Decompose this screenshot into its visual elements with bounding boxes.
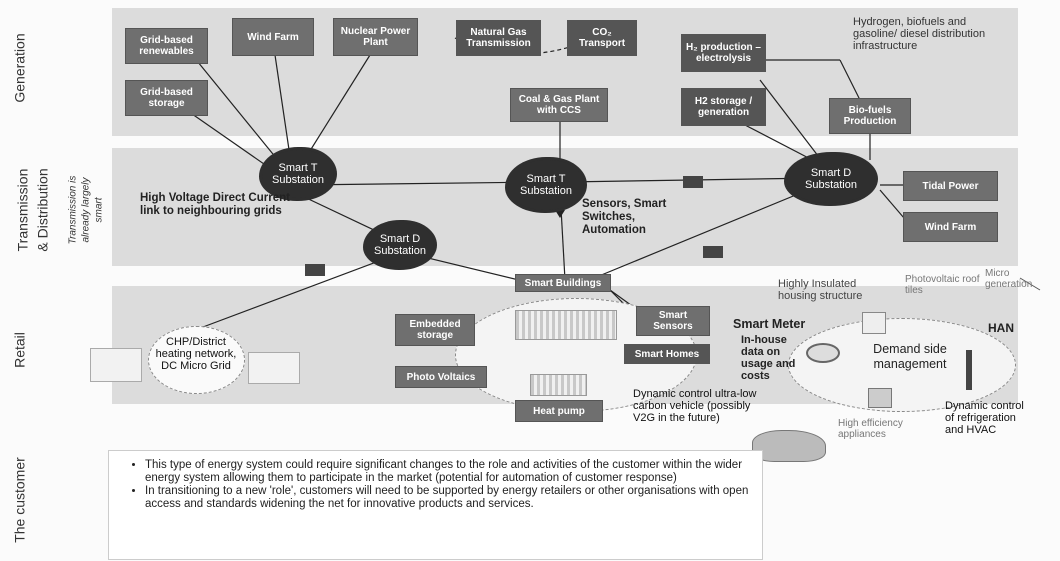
- smart-buildings-box: Smart Buildings: [515, 274, 611, 292]
- electric-car-icon: [752, 430, 826, 462]
- han-label: HAN: [988, 321, 1014, 335]
- smart-sensors-box: Smart Sensors: [636, 306, 710, 336]
- h2-storage-box: H2 storage / generation: [681, 88, 766, 126]
- thermostat-icon: [966, 350, 972, 390]
- smart-homes-box: Smart Homes: [624, 344, 710, 364]
- biofuels-production-box: Bio-fuels Production: [829, 98, 911, 134]
- wind-farm-2-box: Wind Farm: [903, 212, 998, 242]
- row-label-generation: Generation: [0, 28, 40, 108]
- customer-bullets: This type of energy system could require…: [109, 459, 762, 511]
- highly-insulated-text: Highly Insulated housing structure: [778, 278, 863, 302]
- photo-voltaics-box: Photo Voltaics: [395, 366, 487, 388]
- grid-storage-box: Grid-based storage: [125, 80, 208, 116]
- grid-renewables-box: Grid-based renewables: [125, 28, 208, 64]
- smart-t-substation-1: Smart T Substation: [262, 150, 334, 198]
- demand-side-text: Demand side management: [873, 342, 947, 371]
- sensors-text: Sensors, Smart Switches, Automation: [582, 198, 667, 236]
- co2-transport-box: CO₂ Transport: [567, 20, 637, 56]
- heat-pump-box: Heat pump: [515, 400, 603, 422]
- h2-production-box: H₂ production – electrolysis: [681, 34, 766, 72]
- han-oval: [788, 318, 1016, 412]
- tidal-power-box: Tidal Power: [903, 171, 998, 201]
- chp-oval: [148, 326, 245, 394]
- hydrogen-infrastructure-text: Hydrogen, biofuels and gasoline/ diesel …: [853, 16, 986, 52]
- smart-homes-image: [530, 374, 587, 396]
- td-label-line2: & Distribution: [34, 168, 51, 252]
- row-label-retail: Retail: [0, 320, 40, 380]
- inhouse-data-text: In-house data on usage and costs: [741, 334, 796, 382]
- micro-generation-text: Micro generation: [985, 268, 1033, 290]
- natural-gas-box: Natural Gas Transmission: [456, 20, 541, 56]
- connector-square-2: [703, 246, 723, 258]
- customer-bullet: In transitioning to a new 'role', custom…: [145, 485, 762, 511]
- td-note: Transmission is already largely smart: [67, 175, 105, 245]
- chp-text: CHP/District heating network, DC Micro G…: [155, 336, 237, 372]
- embedded-storage-box: Embedded storage: [395, 314, 475, 346]
- dynamic-control-vehicle-text: Dynamic control ultra-low carbon vehicle…: [633, 388, 757, 424]
- smart-t-substation-2: Smart T Substation: [508, 160, 584, 210]
- chp-building-left: [90, 348, 142, 382]
- smart-d-substation-2: Smart D Substation: [787, 155, 875, 203]
- row-label-customer: The customer: [0, 440, 40, 560]
- customer-bullet: This type of energy system could require…: [145, 459, 762, 485]
- high-efficiency-text: High efficiency appliances: [838, 418, 903, 440]
- customer-notes-box: This type of energy system could require…: [108, 450, 763, 560]
- dynamic-refrigeration-text: Dynamic control of refrigeration and HVA…: [945, 400, 1024, 436]
- wind-farm-box: Wind Farm: [232, 18, 314, 56]
- pv-roof-tiles-text: Photovoltaic roof tiles: [905, 274, 980, 296]
- hvdc-text: High Voltage Direct Current link to neig…: [140, 192, 290, 217]
- generation-label: Generation: [11, 33, 28, 103]
- appliance-icon: [868, 388, 892, 408]
- chp-building-right: [248, 352, 300, 384]
- window-icon: [862, 312, 886, 334]
- retail-label: Retail: [11, 332, 28, 368]
- connector-square-1: [683, 176, 703, 188]
- row-label-td-note: Transmission is already largely smart: [56, 160, 116, 260]
- smart-d-substation-1: Smart D Substation: [366, 223, 434, 267]
- customer-label: The customer: [11, 457, 28, 543]
- nuclear-box: Nuclear Power Plant: [333, 18, 418, 56]
- smart-buildings-image: [515, 310, 617, 340]
- row-label-td-2: & Distribution: [26, 160, 60, 260]
- coal-gas-ccs-box: Coal & Gas Plant with CCS: [510, 88, 608, 122]
- smart-meter-icon: [806, 343, 840, 363]
- connector-square-3: [305, 264, 325, 276]
- smart-meter-label: Smart Meter: [733, 317, 806, 331]
